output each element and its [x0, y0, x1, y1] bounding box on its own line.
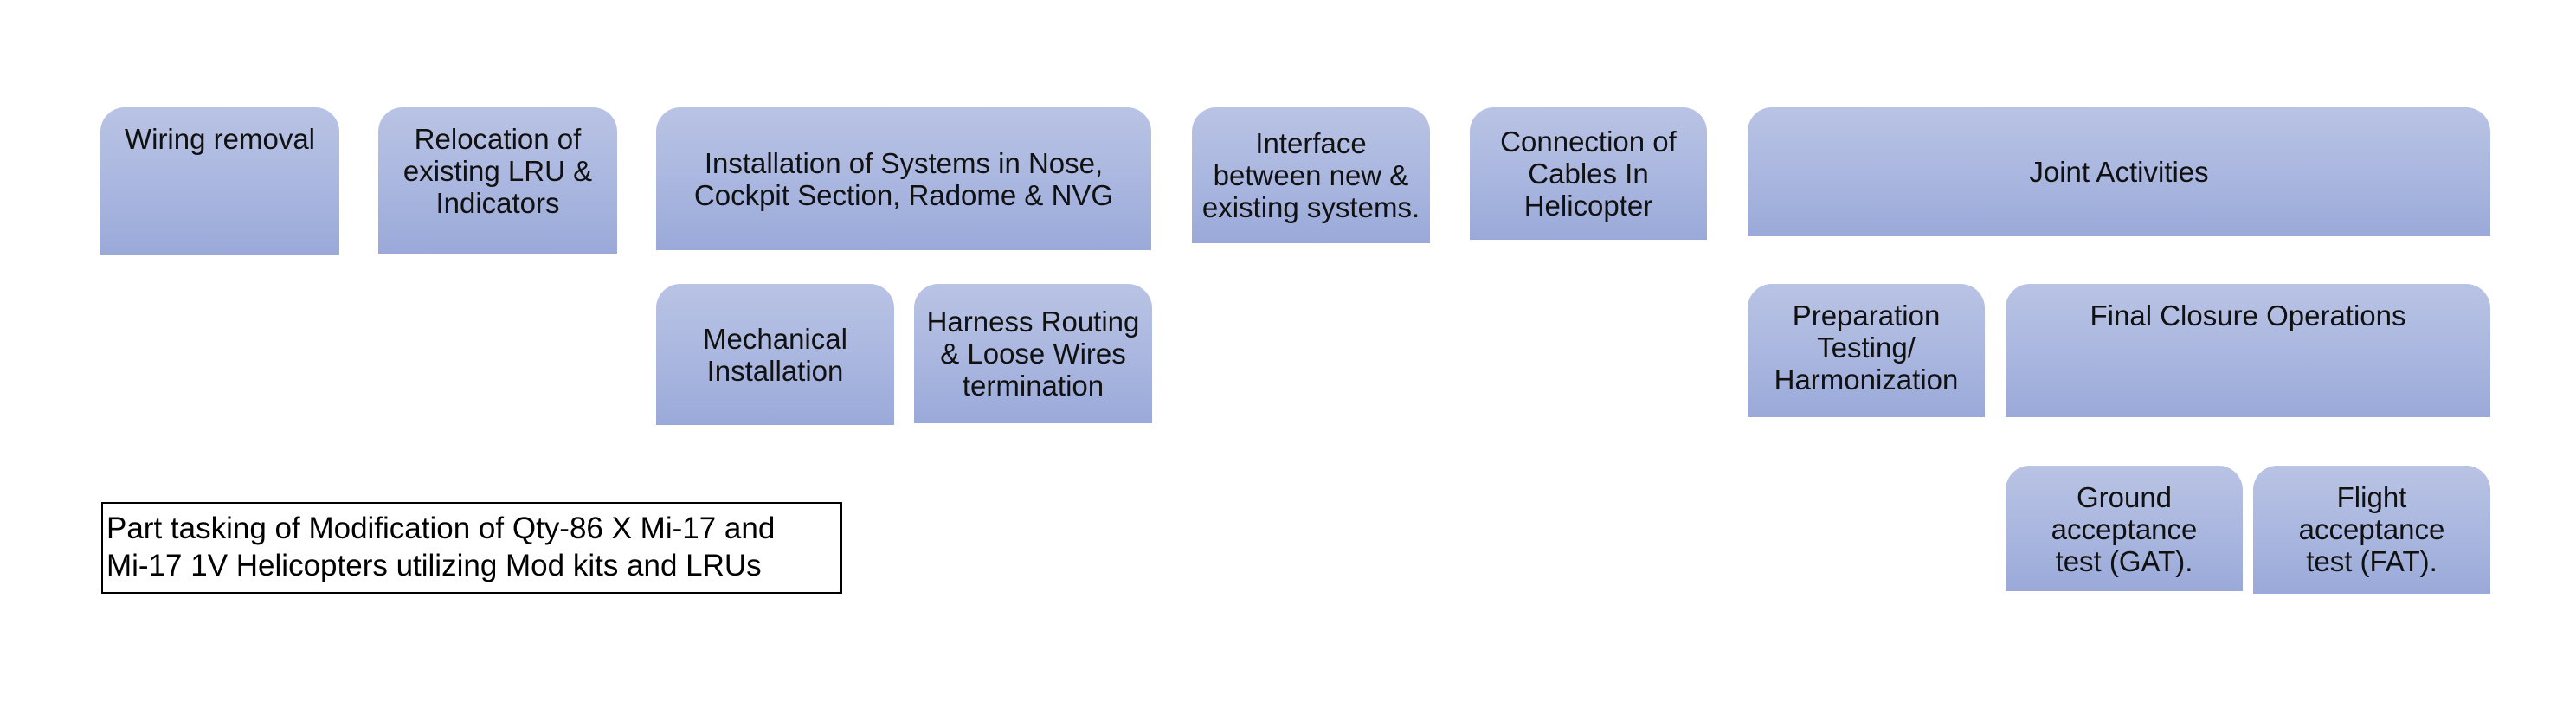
node-label: Wiring removal — [124, 123, 316, 155]
node-label: Harness Routing & Loose Wires terminatio… — [926, 306, 1140, 402]
node-label: Flight acceptance test (FAT). — [2298, 481, 2445, 577]
node-label: Mechanical Installation — [703, 322, 847, 387]
node-installation-systems: Installation of Systems in Nose, Cockpit… — [656, 107, 1151, 250]
node-wiring-removal: Wiring removal — [100, 107, 339, 255]
node-flight-acceptance-test: Flight acceptance test (FAT). — [2253, 466, 2490, 594]
node-connection-cables: Connection of Cables In Helicopter — [1470, 107, 1707, 240]
node-label: Joint Activities — [2029, 156, 2209, 188]
node-label: Relocation of existing LRU & Indicators — [402, 123, 593, 219]
node-label: Ground acceptance test (GAT). — [2051, 481, 2198, 577]
node-relocation-lru: Relocation of existing LRU & Indicators — [378, 107, 617, 254]
node-joint-activities: Joint Activities — [1748, 107, 2490, 236]
node-harness-routing: Harness Routing & Loose Wires terminatio… — [914, 284, 1152, 423]
diagram-caption: Part tasking of Modification of Qty-86 X… — [101, 502, 842, 594]
node-label: Final Closure Operations — [2090, 299, 2406, 331]
node-label: Preparation Testing/ Harmonization — [1774, 299, 1959, 396]
node-preparation-testing: Preparation Testing/ Harmonization — [1748, 284, 1985, 417]
node-mechanical-installation: Mechanical Installation — [656, 284, 894, 425]
node-ground-acceptance-test: Ground acceptance test (GAT). — [2006, 466, 2243, 591]
node-label: Connection of Cables In Helicopter — [1500, 126, 1677, 222]
node-label: Interface between new & existing systems… — [1201, 127, 1420, 223]
node-final-closure: Final Closure Operations — [2006, 284, 2490, 417]
node-label: Installation of Systems in Nose, Cockpit… — [693, 146, 1114, 211]
node-interface-systems: Interface between new & existing systems… — [1192, 107, 1430, 243]
